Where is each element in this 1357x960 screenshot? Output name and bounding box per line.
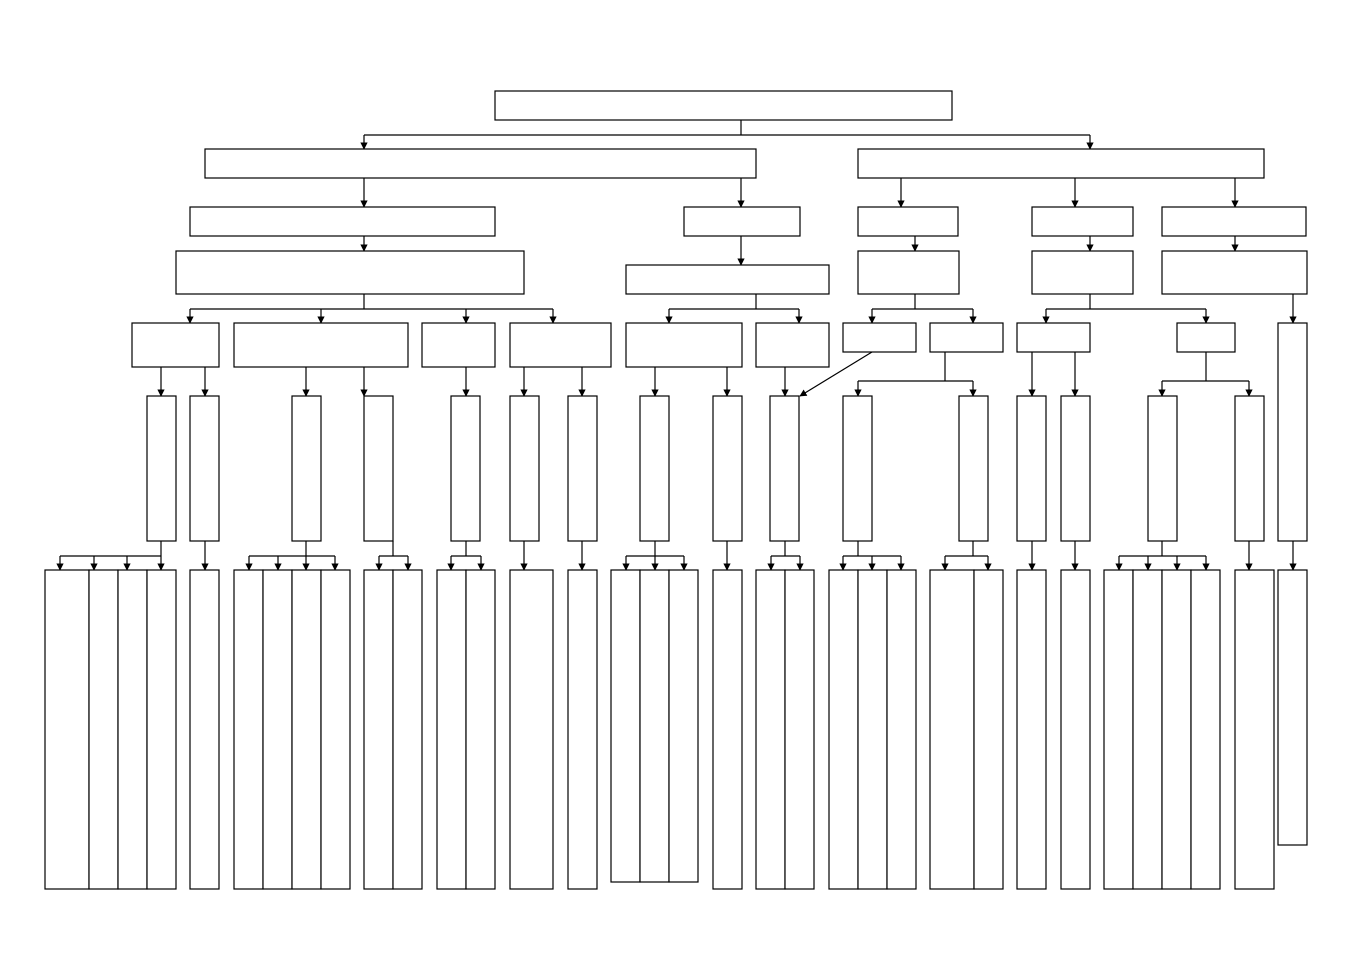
connectors	[56, 120, 1297, 571]
leaf-box	[929, 569, 975, 890]
leaf-box	[784, 569, 815, 890]
leaf-box	[1277, 569, 1308, 846]
level2-box	[683, 206, 801, 237]
level3-box	[625, 264, 830, 295]
level4-tall-box	[1277, 322, 1308, 542]
leaf-box	[567, 569, 598, 890]
leaf-box	[1016, 569, 1047, 890]
level4-box	[1176, 322, 1236, 353]
leaf-box	[320, 569, 351, 890]
level5-box	[291, 395, 322, 542]
leaf-box	[392, 569, 423, 890]
leaf-box	[668, 569, 699, 883]
leaf-box	[1234, 569, 1275, 890]
level5-box	[567, 395, 598, 542]
level3-box	[175, 250, 525, 295]
level2-box	[857, 206, 959, 237]
level5-box	[769, 395, 800, 542]
level1-left-box	[204, 148, 757, 179]
leaf-box	[44, 569, 90, 890]
leaf-box	[88, 569, 119, 890]
level5-box	[842, 395, 873, 542]
level4-box	[929, 322, 1004, 353]
leaf-box	[465, 569, 496, 890]
level5-box	[1016, 395, 1047, 542]
level4-box	[233, 322, 409, 368]
level5-box	[1234, 395, 1265, 542]
leaf-box	[886, 569, 917, 890]
level5-box	[712, 395, 743, 542]
level5-box	[1060, 395, 1091, 542]
leaf-box	[436, 569, 467, 890]
leaf-box	[1060, 569, 1091, 890]
level2-box	[1031, 206, 1134, 237]
leaf-box	[117, 569, 148, 890]
level5-box	[639, 395, 670, 542]
root-box	[494, 90, 953, 121]
leaf-box	[755, 569, 786, 890]
level5-box	[146, 395, 177, 542]
leaf-box	[1132, 569, 1163, 890]
level5-box	[189, 395, 220, 542]
level3-box	[1161, 250, 1308, 295]
leaf-box	[189, 569, 220, 890]
leaf-box	[712, 569, 743, 890]
leaf-box	[509, 569, 554, 890]
level5-box	[509, 395, 540, 542]
arrow-connector	[799, 351, 873, 397]
leaf-box	[1161, 569, 1192, 890]
leaf-box	[1190, 569, 1221, 890]
level2-box	[189, 206, 496, 237]
level4-box	[421, 322, 496, 368]
level4-box	[755, 322, 830, 368]
level4-box	[842, 322, 917, 353]
level5-box	[450, 395, 481, 542]
leaf-box	[262, 569, 293, 890]
leaf-box	[857, 569, 888, 890]
leaf-box	[146, 569, 177, 890]
level1-right-box	[857, 148, 1265, 179]
leaf-box	[973, 569, 1004, 890]
boxes	[44, 90, 1308, 890]
level4-box	[1016, 322, 1091, 353]
level4-box	[509, 322, 612, 368]
level5-box	[1147, 395, 1178, 542]
level2-box	[1161, 206, 1307, 237]
leaf-box	[291, 569, 322, 890]
leaf-box	[363, 569, 394, 890]
leaf-box	[610, 569, 641, 883]
level3-box	[1031, 250, 1134, 295]
leaf-box	[828, 569, 859, 890]
leaf-box	[233, 569, 264, 890]
level5-box	[958, 395, 989, 542]
leaf-box	[639, 569, 670, 883]
level4-box	[625, 322, 743, 368]
level4-box	[131, 322, 220, 368]
leaf-box	[1103, 569, 1134, 890]
level5-box	[363, 395, 394, 542]
level3-box	[857, 250, 960, 295]
